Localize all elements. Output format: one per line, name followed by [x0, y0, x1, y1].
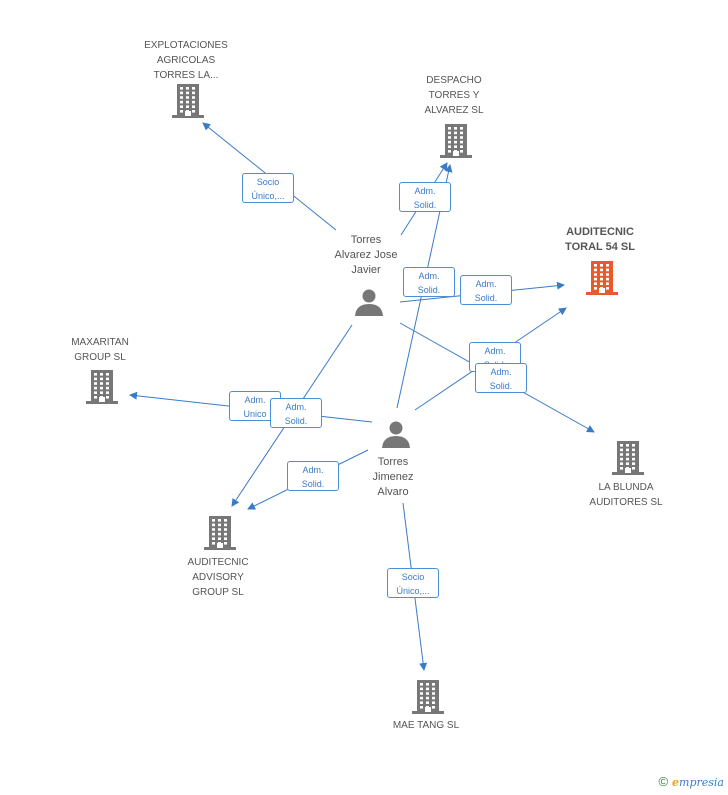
- node-label-maxaritan[interactable]: MAXARITAN GROUP SL: [71, 337, 129, 363]
- edge-label-torres_jimenez-to-auditecnic_advisory[interactable]: Adm. Solid.: [287, 461, 339, 491]
- building-icon[interactable]: [412, 680, 444, 714]
- node-label-la_blunda[interactable]: LA BLUNDA AUDITORES SL: [589, 482, 663, 508]
- node-label-torres_jimenez[interactable]: Torres Jimenez Alvaro: [372, 456, 414, 498]
- edge-label-torres_jimenez-to-mae_tang[interactable]: Socio Único,...: [387, 568, 439, 598]
- person-icon[interactable]: [355, 289, 383, 317]
- person-icon[interactable]: [382, 421, 410, 449]
- node-label-despacho[interactable]: DESPACHO TORRES Y ALVAREZ SL: [424, 75, 484, 116]
- building-icon[interactable]: [86, 370, 118, 404]
- edge-label-torres_jimenez-to-despacho[interactable]: Adm. Solid.: [403, 267, 455, 297]
- edge-label-torres_alvarez-to-explotaciones[interactable]: Socio Único,...: [242, 173, 294, 203]
- node-label-explotaciones[interactable]: EXPLOTACIONES AGRICOLAS TORRES LA...: [144, 40, 228, 81]
- node-label-auditecnic_toral[interactable]: AUDITECNIC TORAL 54 SL: [565, 226, 635, 253]
- node-label-auditecnic_advisory[interactable]: AUDITECNIC ADVISORY GROUP SL: [187, 557, 249, 598]
- building-icon[interactable]: [586, 261, 618, 295]
- footer-brand: ©empresia: [658, 774, 724, 789]
- building-icon[interactable]: [612, 441, 644, 475]
- edge-label-torres_alvarez-to-la_blunda[interactable]: Adm. Solid.: [475, 363, 527, 393]
- node-label-mae_tang[interactable]: MAE TANG SL: [392, 720, 460, 731]
- building-icon[interactable]: [440, 124, 472, 158]
- building-icon[interactable]: [172, 84, 204, 118]
- edge-label-torres_alvarez-to-despacho[interactable]: Adm. Solid.: [399, 182, 451, 212]
- edge-label-torres_alvarez-to-auditecnic_toral[interactable]: Adm. Solid.: [460, 275, 512, 305]
- copyright-icon: ©: [658, 774, 669, 789]
- edge-label-torres_alvarez-to-auditecnic_advisory[interactable]: Adm. Solid.: [270, 398, 322, 428]
- node-label-torres_alvarez[interactable]: Torres Alvarez Jose Javier: [334, 234, 398, 276]
- brand-logo: empresia: [672, 776, 724, 789]
- building-icon[interactable]: [204, 516, 236, 550]
